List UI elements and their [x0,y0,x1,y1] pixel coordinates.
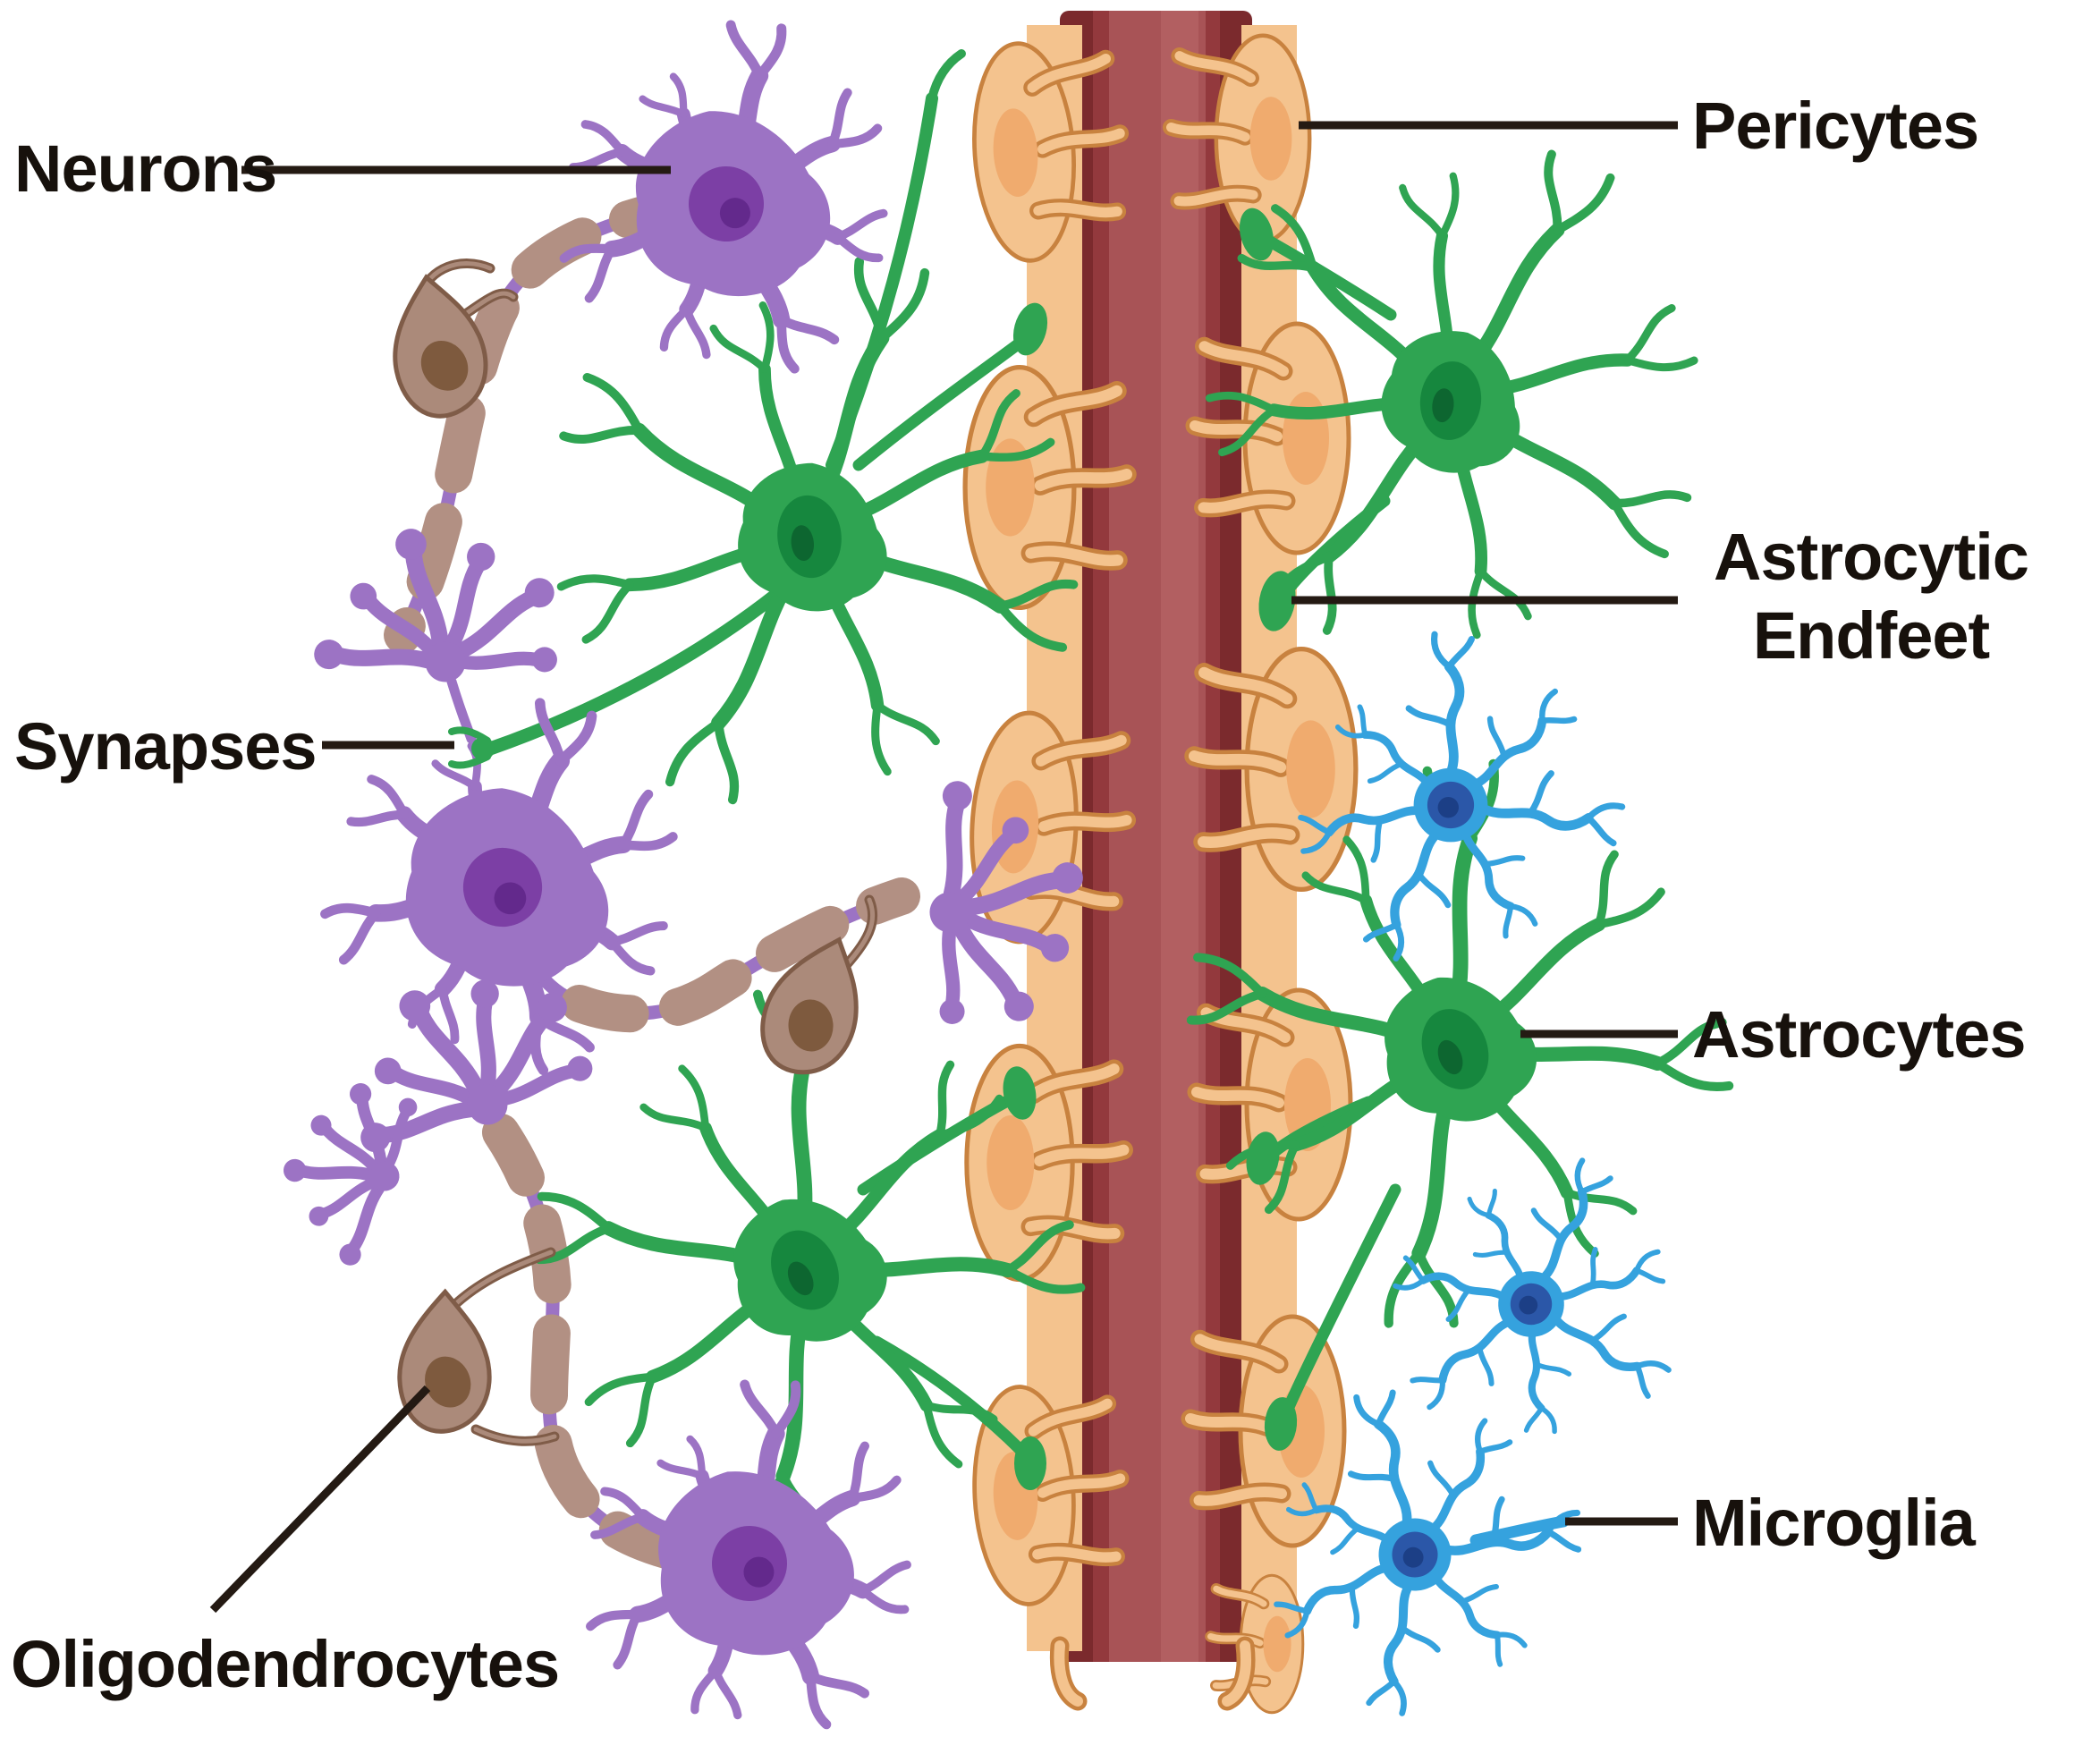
pericyte-feet [1049,1636,1256,1711]
oligodendrocyte-layer [371,258,878,1446]
myelin-sheath [482,1114,695,1572]
myelin-sheath [384,187,697,654]
label-astrocytic-endfeet-line1: Astrocytic [1714,520,2028,594]
neuron-layer [275,5,1116,1737]
label-synapses: Synapses [14,709,317,784]
vessel-highlight [1161,11,1198,1662]
label-microglia: Microglia [1692,1486,1977,1560]
label-pericytes: Pericytes [1692,89,1978,163]
label-neurons: Neurons [14,131,276,206]
synapse [446,676,495,769]
leader-oligodendrocytes [209,1385,431,1614]
myelin-sheath [561,877,920,1033]
astrocyte-synapse-process [483,579,794,756]
myelinated-axons [384,187,920,1572]
microglia-cell [1345,1109,1735,1502]
pericyte-layer [965,25,1356,1713]
astrocytic-endfoot [1003,208,1298,1490]
dendrite-tuft [275,1074,421,1274]
labels: Neurons Synapses Oligodendrocytes Pericy… [11,89,2029,1701]
astrocyte-layer [483,49,1792,1599]
leader-lines [209,121,1678,1614]
microglia-layer [1226,634,1736,1737]
label-astrocytes: Astrocytes [1692,997,2026,1072]
neuron-cell [544,5,902,389]
label-astrocytic-endfeet-line2: Endfeet [1753,598,1990,673]
microglia-arm [1469,1515,1570,1546]
oligodendrocyte-processes [415,258,878,1446]
label-oligodendrocytes: Oligodendrocytes [11,1627,559,1701]
